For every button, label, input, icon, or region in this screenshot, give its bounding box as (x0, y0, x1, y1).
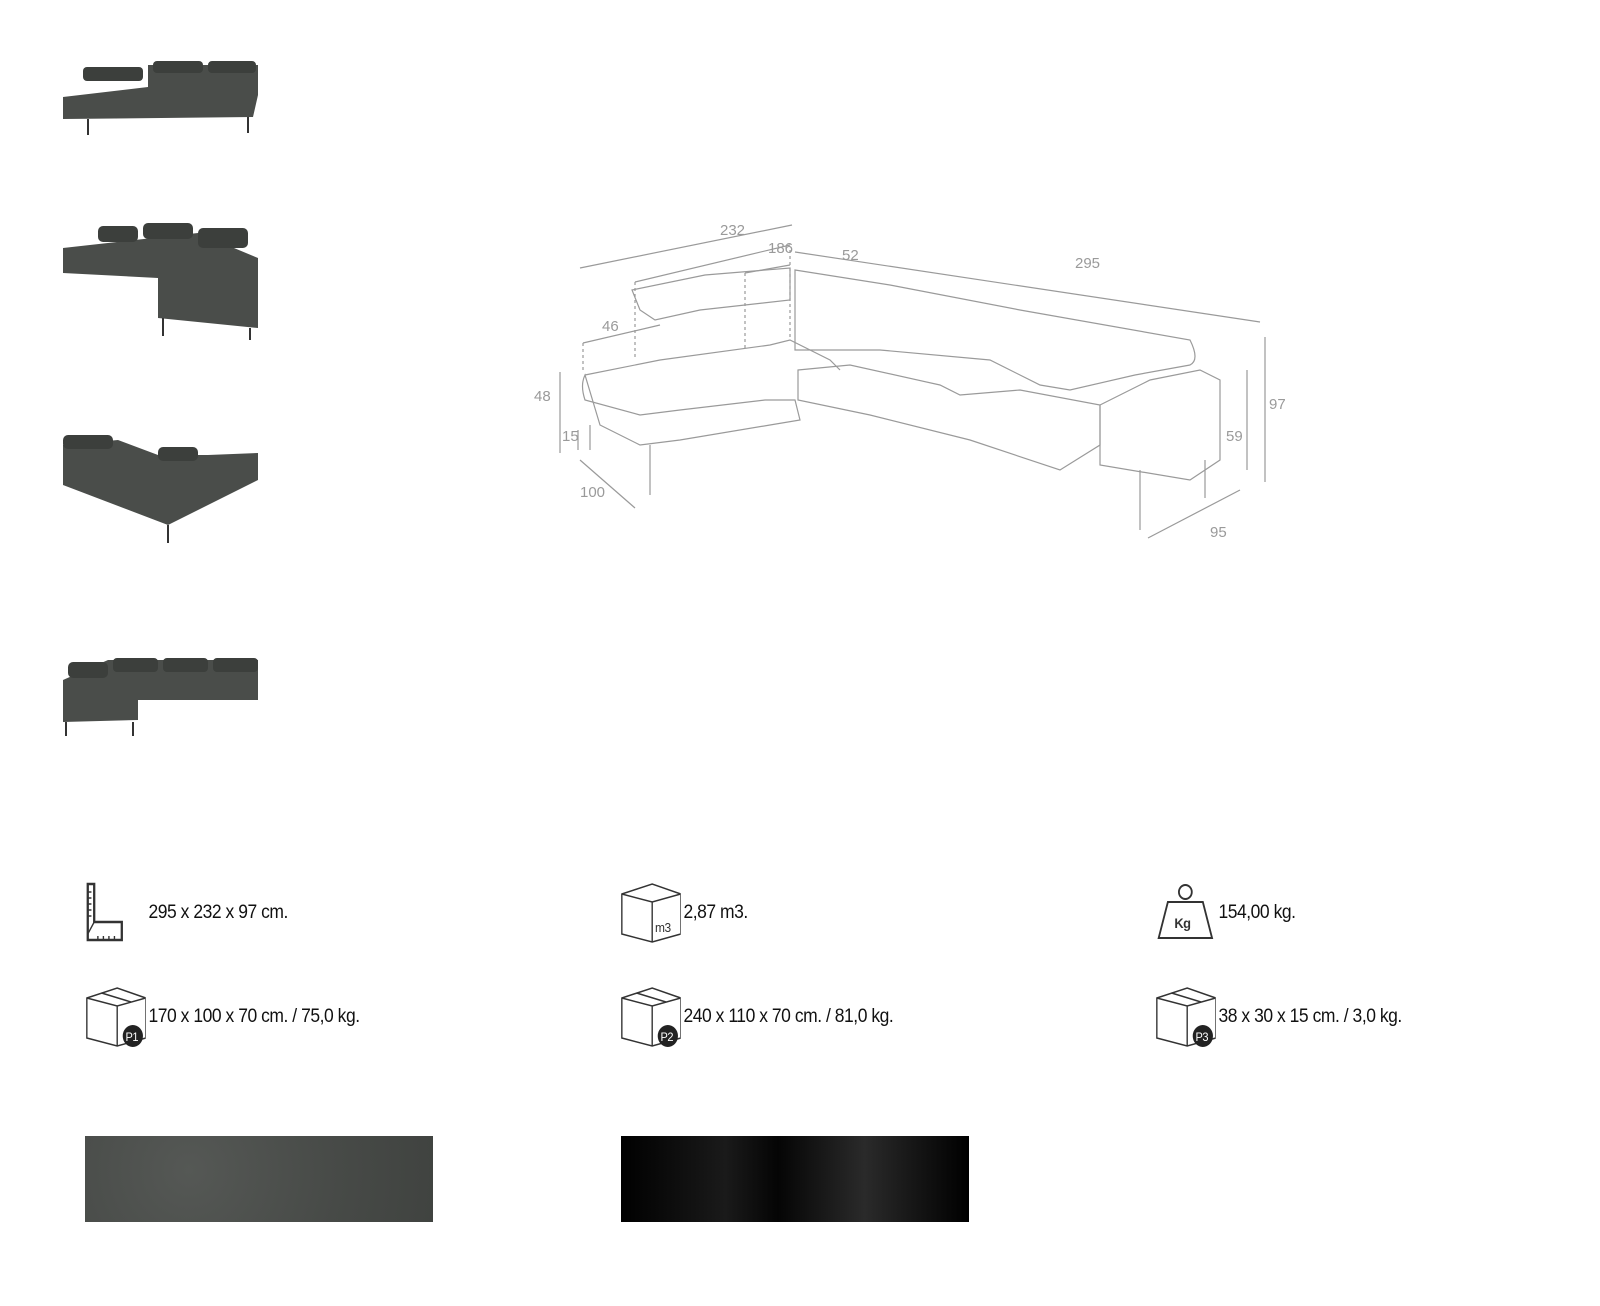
ruler-square-icon (86, 882, 123, 942)
spec-dimensions-text: 295 x 232 x 97 cm. (148, 902, 288, 923)
dim-seat-height: 48 (534, 388, 551, 405)
sofa-thumbnail-image (63, 223, 258, 340)
package-box-icon: P3 (1156, 987, 1216, 1047)
thumbnail-view-3[interactable] (58, 425, 263, 555)
spec-package-3: P3 38 x 30 x 15 cm. / 3,0 kg. (1155, 986, 1402, 1048)
sofa-thumbnail-image (63, 435, 258, 543)
spec-package-1: P1 170 x 100 x 70 cm. / 75,0 kg. (85, 986, 360, 1048)
package-label: P2 (660, 1032, 673, 1044)
dim-depth-left: 100 (580, 484, 606, 501)
dim-depth-right: 95 (1210, 524, 1227, 541)
package-label: P3 (1195, 1032, 1208, 1044)
thumbnail-view-2[interactable] (58, 218, 263, 348)
box-m3-label: m3 (655, 921, 671, 936)
spec-package-text: 240 x 110 x 70 cm. / 81,0 kg. (683, 1006, 894, 1027)
weight-kg-label: Kg (1174, 916, 1190, 932)
dim-total-height: 97 (1269, 396, 1286, 413)
thumbnail-view-4[interactable] (58, 640, 263, 770)
spec-package-text: 38 x 30 x 15 cm. / 3,0 kg. (1218, 1006, 1402, 1027)
dim-leg-height: 15 (562, 428, 579, 445)
spec-volume: m3 2,87 m3. (620, 882, 748, 944)
spec-package-2: P2 240 x 110 x 70 cm. / 81,0 kg. (620, 986, 894, 1048)
spec-package-text: 170 x 100 x 70 cm. / 75,0 kg. (148, 1006, 360, 1027)
spec-volume-text: 2,87 m3. (683, 902, 748, 923)
thumbnail-view-1[interactable] (58, 22, 263, 152)
dim-headrest: 46 (602, 318, 619, 335)
dim-arm-height: 59 (1226, 428, 1243, 445)
dimension-drawing: 232 186 52 295 46 48 15 100 97 59 95 (534, 210, 1300, 550)
dim-total-width-right: 295 (1075, 255, 1101, 272)
package-box-icon: P1 (86, 987, 146, 1047)
dim-total-width-left: 232 (720, 222, 746, 239)
package-box-icon: P2 (621, 987, 681, 1047)
sofa-line-drawing (559, 224, 1266, 539)
spec-dimensions: 295 x 232 x 97 cm. (85, 882, 288, 944)
spec-weight-text: 154,00 kg. (1218, 902, 1296, 923)
box-m3-icon: m3 (621, 883, 681, 943)
dim-inner-width: 186 (768, 240, 794, 257)
sofa-thumbnail-image (63, 658, 258, 736)
sofa-thumbnail-image (63, 61, 258, 135)
swatch-dark-grey-leather[interactable] (85, 1136, 433, 1222)
dim-corner: 52 (842, 247, 859, 264)
swatch-black-metal[interactable] (621, 1136, 969, 1222)
spec-weight: Kg 154,00 kg. (1155, 882, 1296, 944)
weight-kg-icon: Kg (1157, 884, 1214, 939)
package-label: P1 (125, 1032, 138, 1044)
